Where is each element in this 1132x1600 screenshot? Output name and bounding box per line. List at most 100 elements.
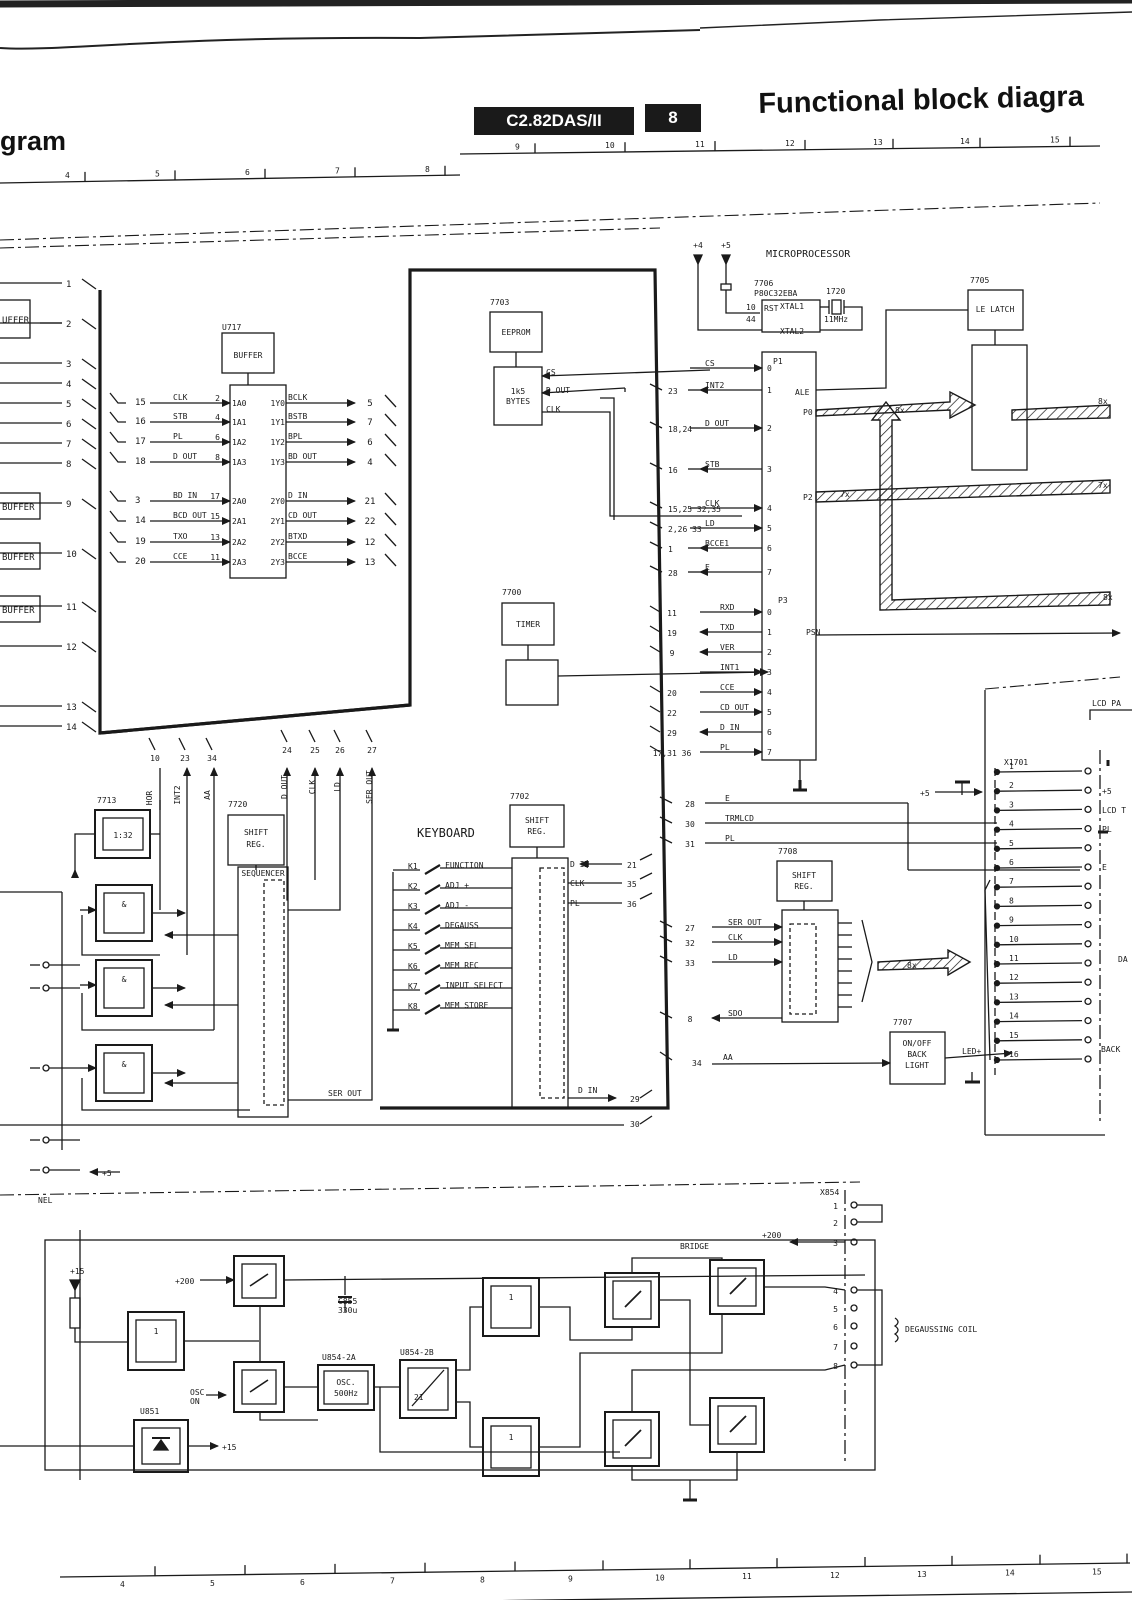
ic7708-sig: LD	[728, 953, 738, 962]
key-ref: K2	[408, 882, 418, 891]
ruler-bottom-tick: 10	[655, 1573, 665, 1582]
u717-in-sig: D OUT	[173, 452, 197, 461]
key-ref: K3	[408, 902, 418, 911]
micro-p1-pin: 15,25 32,35	[668, 505, 721, 514]
ic7702-pin: 36	[627, 900, 637, 909]
u717-in-port: 1A1	[232, 418, 247, 427]
micro-p1-bit: 7	[767, 568, 772, 577]
ic7713-label: 1:32	[113, 831, 132, 840]
u851-out: +15	[222, 1443, 237, 1452]
ic7707-ref: 7707	[893, 1018, 912, 1027]
u717-out-port: 1Y0	[271, 399, 286, 408]
x1701-ref: X1701	[1004, 758, 1028, 767]
micro-p3-bit: 5	[767, 708, 772, 717]
ic7720-label: REG.	[246, 840, 265, 849]
ic7708-pin: 33	[685, 959, 695, 968]
u717-out-pin: 12	[365, 538, 376, 548]
x854-pin: 2	[833, 1219, 838, 1228]
micro-p3-pin: 11	[667, 609, 677, 618]
panel-label: NEL	[38, 1196, 53, 1205]
micro-p1-sig: BCCE1	[705, 539, 729, 548]
bus-7x-right: 7x	[1098, 481, 1108, 490]
key-ref: K6	[408, 962, 418, 971]
micro-psn: PSN	[806, 628, 821, 637]
u717-out-sig: BCCE	[288, 552, 307, 561]
right-pin: 28	[685, 800, 695, 809]
micro-p3-bit: 4	[767, 688, 772, 697]
x1701-pin: 12	[1009, 973, 1019, 982]
key-label: ADJ +	[445, 881, 469, 890]
micro-p1-pin: 1	[668, 545, 673, 554]
supply-4: +4	[693, 241, 703, 250]
ic7720-ref: 7720	[228, 800, 247, 809]
ic7708-pin: 27	[685, 924, 695, 933]
left-connector-pin: 7	[66, 440, 71, 450]
u717-out-sig: D IN	[288, 491, 307, 500]
micro-p3-sig: INT1	[720, 663, 739, 672]
u717-out-pin: 13	[365, 558, 376, 568]
ic7702-label: REG.	[527, 827, 546, 836]
micro-p3-sig: PL	[720, 743, 730, 752]
left-connector-pin: 10	[66, 550, 77, 560]
ruler-top-tick: 7	[335, 166, 340, 175]
u854b-in: 2I	[414, 1393, 424, 1402]
latch-name: LE LATCH	[976, 305, 1015, 314]
micro-ale: ALE	[795, 388, 810, 397]
u717-in-sig: BCD OUT	[173, 511, 207, 520]
ruler-top-tick: 12	[785, 139, 795, 148]
ruler-bottom-tick: 11	[742, 1572, 752, 1581]
x1701-pin: 9	[1009, 916, 1014, 925]
left-connector-pin: 5	[66, 400, 71, 410]
u854b-ref: U854-2B	[400, 1348, 434, 1357]
micro-p1-sig: LD	[705, 519, 715, 528]
u717-in-num: 15	[210, 512, 220, 521]
led-label: LED+	[962, 1047, 981, 1056]
and-gate: &	[122, 900, 127, 909]
eeprom-sig: D OUT	[546, 386, 570, 395]
u717-out-pin: 4	[367, 458, 372, 468]
bus-pin: 34	[207, 754, 217, 763]
micro-p3-bit: 2	[767, 648, 772, 657]
u717-out-pin: 5	[367, 399, 372, 409]
c855-val: 330u	[338, 1306, 357, 1315]
and-gate: &	[122, 1060, 127, 1069]
pin-30: 30	[630, 1120, 640, 1129]
left-connector-pin: 11	[66, 603, 77, 613]
micro-p3-bit: 3	[767, 668, 772, 677]
ic7702-dout: D IN	[578, 1086, 597, 1095]
eeprom-sig: CS	[546, 368, 556, 377]
model-tag: C2.82DAS/II	[474, 107, 634, 135]
bus-sig: HOR	[145, 791, 154, 806]
u717-in-num: 17	[210, 492, 220, 501]
conn-label: BACK	[1101, 1045, 1120, 1054]
micro-p1: P1	[773, 357, 783, 366]
micro-xtal2: XTAL2	[780, 327, 804, 336]
ruler-top-tick: 13	[873, 138, 883, 147]
supply-plus5: +5	[102, 1169, 112, 1178]
bus-7x-p2: 7x	[840, 490, 850, 499]
micro-p1-pin: 18,24	[668, 425, 692, 434]
ruler-bottom-tick: 4	[120, 1580, 125, 1589]
u717-ref: U717	[222, 323, 241, 332]
u717-out-port: 1Y2	[271, 438, 286, 447]
x854-pin: 5	[833, 1305, 838, 1314]
u717-out-sig: BTXD	[288, 532, 307, 541]
ic7702-dout-pin: 29	[630, 1095, 640, 1104]
left-connector-pin: 14	[66, 723, 77, 733]
left-connector-pin: 4	[66, 380, 71, 390]
u717-in-num: 2	[215, 394, 220, 403]
aa-pin: 34	[692, 1059, 702, 1068]
buffer-block: BUFFER	[2, 606, 35, 616]
u717-out-sig: CD OUT	[288, 511, 317, 520]
left-connector-pin: 2	[66, 320, 71, 330]
u717-out-pin: 22	[365, 517, 376, 527]
key-label: ADJ -	[445, 901, 469, 910]
micro-pin-rst: 10	[746, 303, 756, 312]
conn-label: DA	[1118, 955, 1128, 964]
bridge-gate: 1	[509, 1433, 514, 1442]
u717-out-port: 2Y3	[271, 558, 286, 567]
ic7702-pin: 21	[627, 861, 637, 870]
u717-in-port: 2A2	[232, 538, 247, 547]
micro-p3-bit: 0	[767, 608, 772, 617]
ruler-bottom-tick: 12	[830, 1571, 840, 1580]
